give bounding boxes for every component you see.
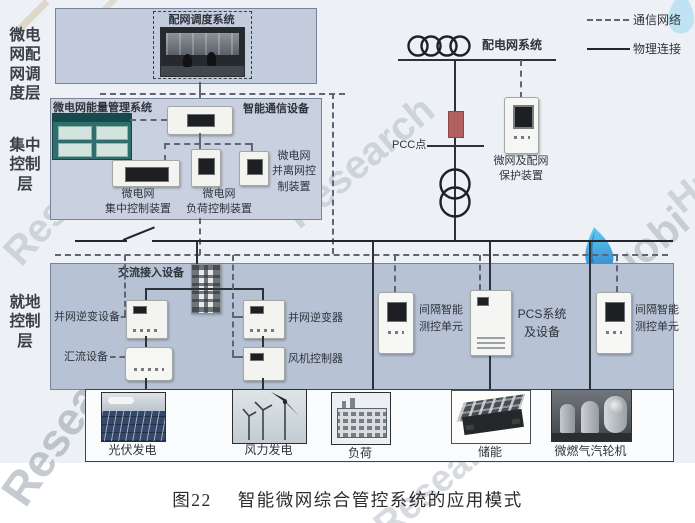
grid-bus — [398, 59, 556, 61]
legend-physical-label: 物理连接 — [633, 42, 682, 56]
grid-symbol — [407, 35, 471, 57]
legend-physical-line — [587, 48, 630, 50]
wire — [262, 288, 264, 301]
turbine-feeder-line — [589, 242, 591, 394]
comm-link — [110, 356, 125, 358]
pv-image — [101, 392, 166, 442]
ems-label: 微电网能量管理系统 — [53, 102, 152, 114]
grid-inverter-device — [243, 300, 285, 339]
load-feeder-line — [372, 242, 374, 394]
main-bus — [152, 240, 673, 242]
pcc-breaker — [448, 111, 464, 138]
comm-link — [199, 133, 201, 143]
comm-bus — [55, 254, 668, 256]
transformer-symbol — [439, 168, 471, 218]
figure-caption-title: 智能微网综合管控系统的应用模式 — [237, 490, 523, 510]
protection-device-label: 微网及配网 保护装置 — [493, 155, 549, 183]
bay-unit1-label: 间隔智能 测控单元 — [419, 304, 463, 334]
load-control-device — [191, 149, 221, 187]
comm-link — [232, 356, 243, 358]
comm-link — [232, 316, 243, 318]
comm-device-label: 智能通信设备 — [243, 103, 309, 115]
ac-access-label: 交流接入设备 — [118, 267, 184, 279]
wire — [145, 336, 147, 348]
combiner-device — [125, 347, 173, 381]
load-image — [331, 392, 391, 445]
combiner-label: 汇流设备 — [64, 351, 108, 363]
island-control-device — [239, 151, 269, 186]
grid-inverter-label: 并网逆变器 — [288, 312, 343, 324]
wind-image — [232, 389, 307, 444]
grid-system-label: 配电网系统 — [482, 38, 543, 52]
load-label: 负荷 — [347, 446, 372, 460]
ac-access-line — [196, 242, 198, 265]
legend-comm-line — [587, 19, 629, 21]
wire — [145, 288, 147, 301]
dispatch-control-room-image — [160, 27, 245, 77]
pcc-feeder-line — [454, 60, 456, 242]
pcs-cabinet-device — [470, 290, 512, 356]
comm-device — [167, 106, 233, 135]
layer-label-central: 集中控制层 — [9, 137, 41, 193]
legend-comm-label: 通信网络 — [633, 13, 682, 27]
layer-label-local: 就地控制层 — [9, 294, 41, 350]
pv-label: 光伏发电 — [108, 443, 157, 457]
protection-comm-line — [520, 60, 522, 98]
fan-controller-device — [243, 347, 285, 381]
comm-link — [124, 255, 126, 316]
comm-link — [199, 218, 201, 255]
central-control-label: 微电网 集中控制装置 — [105, 188, 171, 216]
comm-link — [164, 143, 251, 145]
fan-controller-label: 风机控制器 — [288, 353, 343, 365]
comm-link — [479, 255, 481, 290]
comm-link — [616, 255, 618, 292]
pcs-label: PCS系统 及设备 — [517, 307, 567, 339]
comm-link — [232, 255, 234, 356]
turbine-label: 微燃气汽轮机 — [554, 444, 627, 458]
comm-link — [100, 93, 345, 95]
comm-link — [199, 143, 201, 150]
comm-link — [130, 119, 167, 121]
wire — [262, 336, 264, 348]
bay-unit1-device — [378, 292, 414, 354]
comm-link — [199, 82, 201, 93]
storage-image — [451, 390, 531, 444]
bay-unit2-label: 间隔智能 测控单元 — [635, 304, 679, 334]
comm-link — [251, 143, 253, 152]
wind-label: 风力发电 — [244, 443, 293, 457]
grid-inverter-equip-label: 并网逆变设备 — [54, 311, 120, 323]
storage-label: 储能 — [477, 445, 502, 459]
load-control-label: 微电网 负荷控制装置 — [186, 188, 252, 216]
layer-label-dispatch: 微电网配网调度层 — [9, 27, 41, 103]
protection-device — [504, 97, 539, 154]
figure-caption: 图22 智能微网综合管控系统的应用模式 — [0, 487, 695, 512]
bay-unit2-device — [596, 292, 632, 354]
pv-wind-branch-bus — [145, 288, 263, 290]
figure-caption-number: 图22 — [172, 490, 212, 510]
central-control-device — [112, 160, 180, 187]
main-bus-left — [75, 240, 127, 242]
huobi-drop-logo-corner — [667, 0, 695, 34]
wire — [262, 378, 264, 394]
pcc-label: PCC点 — [392, 139, 427, 151]
comm-link — [164, 143, 166, 161]
dispatch-system-label: 配网调度系统 — [168, 14, 235, 26]
grid-inverter-equip-device — [126, 300, 168, 339]
island-control-label: 微电网 并离网控 制装置 — [272, 150, 316, 193]
pcc-tick — [427, 145, 484, 147]
turbine-image — [551, 389, 632, 442]
comm-link — [112, 316, 126, 318]
wire — [145, 378, 147, 394]
dispatch-system-dashed-box — [153, 11, 252, 79]
comm-link — [332, 93, 334, 254]
comm-link — [394, 255, 396, 292]
ems-screenshot-image — [52, 113, 132, 160]
